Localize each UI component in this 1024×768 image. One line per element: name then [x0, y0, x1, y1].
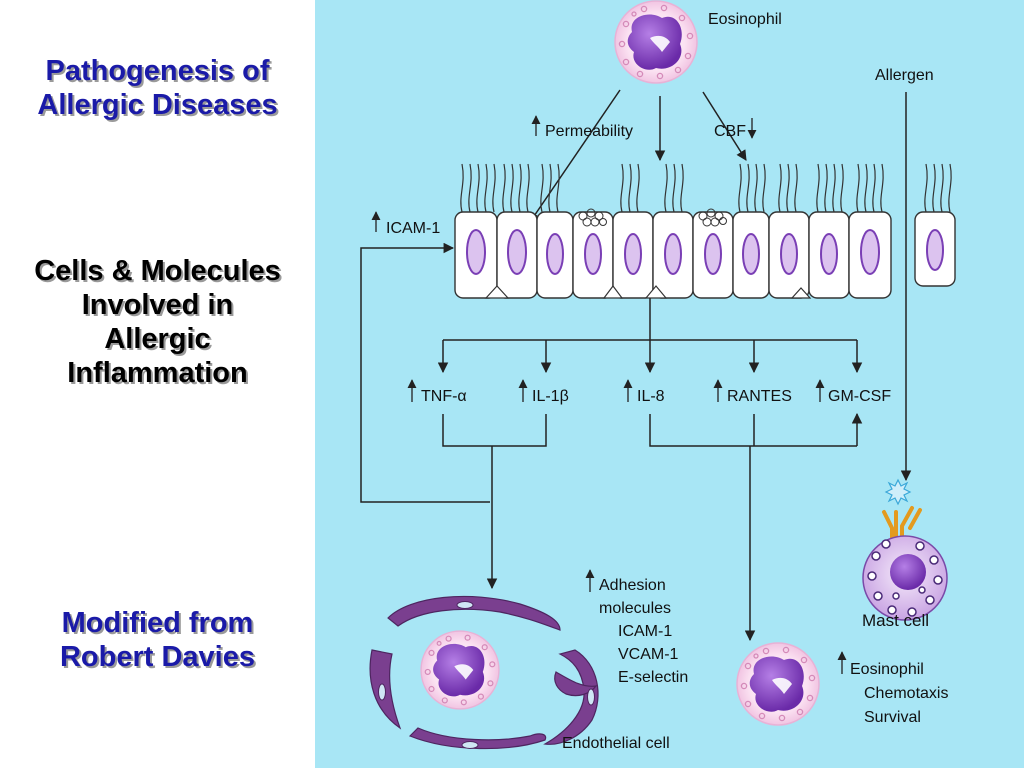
- epithelium-cilia: [460, 163, 952, 213]
- chemotaxis-label: Chemotaxis: [864, 685, 948, 702]
- left-title-column: Pathogenesis of Allergic Diseases Cells …: [0, 0, 315, 768]
- goblet-granules: [578, 208, 727, 227]
- cytokine-branch-arrows: [437, 340, 863, 374]
- cytokine-up-arrows: [407, 379, 825, 402]
- slide-credit: Modified from Robert Davies: [0, 606, 315, 674]
- eosinophil-top-cell: [614, 0, 698, 84]
- slide-title-line-1: Pathogenesis of: [45, 55, 270, 87]
- endothelial-cell-label: Endothelial cell: [562, 735, 670, 752]
- adhesion-label-line-2: molecules: [599, 600, 671, 617]
- allergen-label: Allergen: [875, 67, 934, 84]
- slide-subtitle-line-2: Involved in: [81, 289, 234, 321]
- adhesion-e-selectin: E-selectin: [618, 669, 688, 686]
- icam1-feedback-line: [360, 242, 490, 503]
- il8-gmcsf-bracket: [649, 414, 857, 447]
- slide-subtitle-line-3: Allergic: [104, 323, 211, 355]
- slide-title-line-2: Allergic Diseases: [37, 89, 278, 121]
- basal-cells: [484, 285, 812, 299]
- slide-credit-line-2: Robert Davies: [59, 641, 255, 673]
- icam1-label: ICAM-1: [386, 220, 440, 237]
- slide-subtitle-line-1: Cells & Molecules: [34, 255, 281, 287]
- tnf-il1-bracket: [442, 414, 547, 447]
- endothelial-nuclei: [378, 601, 595, 749]
- adhesion-icam1: ICAM-1: [618, 623, 672, 640]
- mast-cell-label: Mast cell: [862, 611, 929, 630]
- permeability-label: Permeability: [545, 123, 633, 140]
- gmcsf-label: GM-CSF: [828, 388, 891, 405]
- il1-beta-label: IL-1β: [532, 388, 569, 405]
- il8-label: IL-8: [637, 388, 665, 405]
- slide-credit-line-1: Modified from: [61, 607, 254, 639]
- eosinophil-top-label: Eosinophil: [708, 11, 782, 28]
- eosinophil-in-vessel-cell: [420, 630, 500, 710]
- tnf-alpha-label: TNF-α: [421, 388, 467, 405]
- eosinophil-bottom-cell: [736, 642, 820, 726]
- epithelial-nuclei: [466, 229, 944, 275]
- slide-subtitle-line-4: Inflammation: [67, 357, 248, 389]
- slide-title: Pathogenesis of Allergic Diseases: [0, 54, 315, 122]
- cbf-arrow: [702, 91, 747, 161]
- adhesion-label-line-1: Adhesion: [599, 577, 666, 594]
- permeability-arrow: [529, 89, 621, 223]
- survival-label: Survival: [864, 709, 921, 726]
- adhesion-vcam1: VCAM-1: [618, 646, 679, 663]
- rantes-label: RANTES: [727, 388, 792, 405]
- ige-receptors: [882, 506, 922, 542]
- mast-cell: [862, 478, 948, 621]
- allergen-particle: [884, 478, 912, 506]
- eosinophil-bottom-label: Eosinophil: [850, 661, 924, 678]
- cbf-label: CBF: [714, 123, 746, 140]
- slide-subtitle: Cells & Molecules Involved in Allergic I…: [0, 254, 315, 390]
